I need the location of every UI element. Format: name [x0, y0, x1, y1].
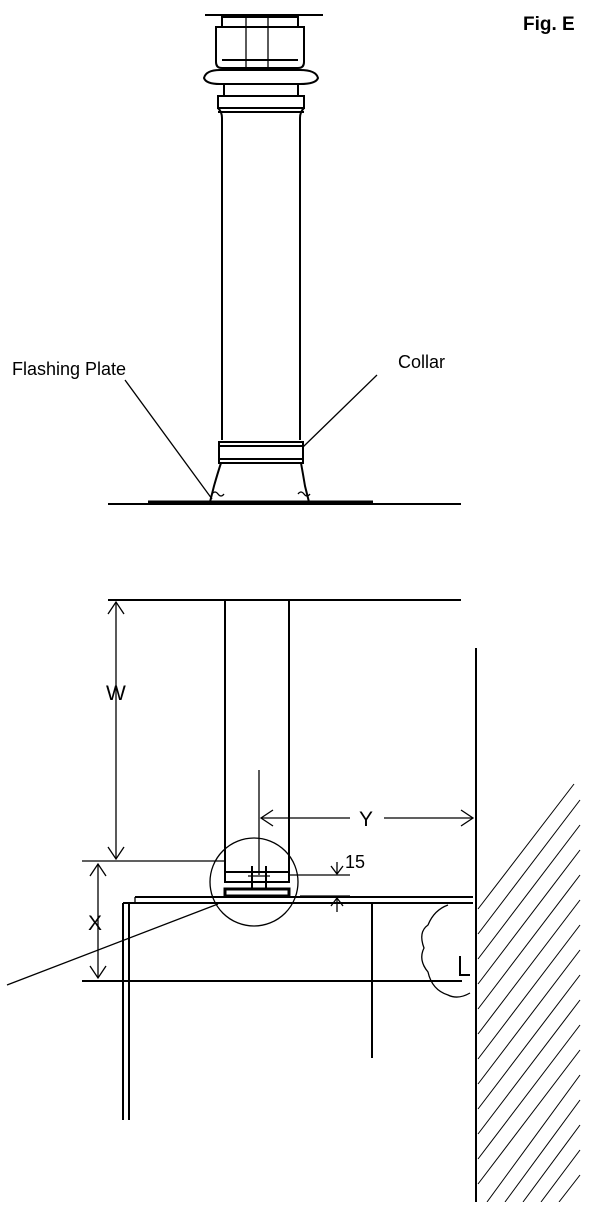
w-arrows	[107, 600, 125, 861]
collar-top-band	[218, 441, 304, 447]
wall-hook	[459, 956, 470, 976]
terminal-skirt	[202, 69, 320, 85]
flashing-plate-ridges	[211, 491, 311, 497]
terminal-cap-band	[221, 16, 299, 28]
collar-label: Collar	[398, 352, 445, 372]
detail-circle	[209, 837, 299, 927]
bracket-cutaway	[421, 904, 471, 998]
y-arrows	[259, 809, 475, 827]
x-label: X	[88, 912, 102, 935]
detail-leader	[6, 903, 219, 986]
terminal-neck-band	[217, 95, 305, 109]
collar-leader	[302, 374, 378, 448]
x-arrows	[89, 862, 107, 980]
dimension-x	[89, 862, 107, 980]
flashing-plate-label: Flashing Plate	[12, 359, 126, 379]
flue-terminal-assembly	[108, 14, 461, 505]
collar-bottom-band	[218, 458, 304, 464]
y-label: Y	[359, 808, 373, 831]
dimension-15	[300, 862, 350, 912]
w-label: W	[106, 682, 126, 705]
figure-title: Fig. E	[523, 14, 575, 35]
flashing-plate-leader	[124, 379, 213, 500]
terminal-neck	[223, 83, 299, 97]
flue-connector	[224, 871, 290, 883]
dimension-y	[259, 809, 475, 827]
terminal-cap-body	[215, 26, 305, 69]
wall-section	[475, 648, 581, 1203]
flue-pipe	[217, 107, 305, 440]
boiler-section	[6, 599, 473, 1120]
gap-label: 15	[345, 852, 365, 872]
flashing-plate-cone	[209, 462, 310, 503]
boiler-flue-outlet	[223, 887, 291, 898]
dimension-w	[82, 600, 225, 862]
